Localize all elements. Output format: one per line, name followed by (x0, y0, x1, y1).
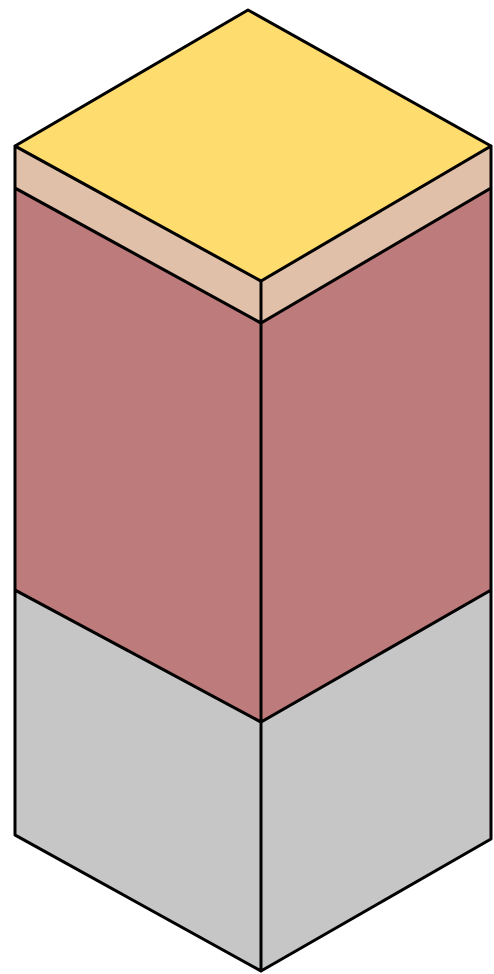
isometric-block (15, 10, 491, 971)
